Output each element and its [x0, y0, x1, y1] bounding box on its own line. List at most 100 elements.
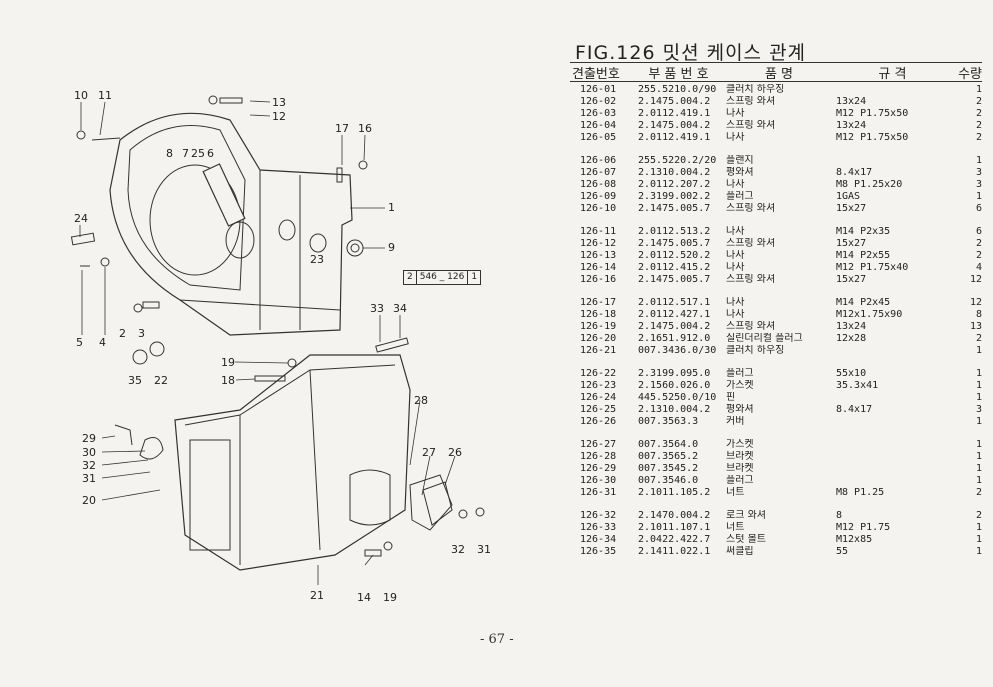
- cell-qty: 1: [975, 155, 982, 166]
- cell-spec: 12x28: [836, 333, 867, 344]
- cell-part-no: 2.1475.004.2: [638, 321, 711, 332]
- callout-13: 13: [272, 96, 286, 109]
- callout-26: 26: [448, 446, 462, 459]
- cell-name: 평와셔: [726, 167, 754, 178]
- cell-spec: [836, 345, 952, 357]
- cell-part-no: 2.0112.520.2: [638, 250, 711, 261]
- cell-part-no: 2.1310.004.2: [638, 167, 711, 178]
- cell-qty: 12: [969, 297, 982, 308]
- callout-21: 21: [310, 589, 324, 602]
- cell-name: 브라켓: [726, 463, 754, 474]
- header-part-no: 부 품 번 호: [648, 66, 709, 82]
- cell-ref-no: 126-20: [580, 333, 617, 344]
- callout-27: 27: [422, 446, 436, 459]
- callout-28: 28: [414, 394, 428, 407]
- cell-ref-no: 126-16: [580, 274, 617, 285]
- cell-ref-no: 126-18: [580, 309, 617, 320]
- cell-spec: M12x1.75x90: [836, 309, 903, 320]
- cell-part-no: 445.5250.0/10: [638, 392, 717, 403]
- cell-qty: 2: [975, 510, 982, 521]
- callout-5: 5: [76, 336, 83, 349]
- cell-ref-no: 126-35: [580, 546, 617, 557]
- cell-name: 클러치 하우징: [726, 345, 785, 356]
- cell-ref-no: 126-17: [580, 297, 617, 308]
- cell-qty: 1: [975, 534, 982, 545]
- cell-ref-no: 126-34: [580, 534, 617, 545]
- cell-name: 스프링 와셔: [726, 96, 776, 107]
- cell-part-no: 2.1475.005.7: [638, 238, 711, 249]
- cell-part-no: 2.3199.002.2: [638, 191, 711, 202]
- cell-ref-no: 126-22: [580, 368, 617, 379]
- cell-ref-no: 126-24: [580, 392, 617, 403]
- cell-part-no: 255.5210.0/90: [638, 84, 717, 95]
- callout-labels: 10 11 13 12 17 16 8 7 25 6 1 24 9 23 5 4…: [74, 89, 491, 604]
- callout-9: 9: [388, 241, 395, 254]
- cell-spec: 8.4x17: [836, 167, 873, 178]
- leader-lines: [79, 100, 456, 585]
- cell-spec: 8: [836, 510, 843, 521]
- cell-name: 플러그: [726, 475, 754, 486]
- cell-spec: [836, 84, 952, 96]
- cell-qty: 2: [975, 96, 982, 107]
- callout-4: 4: [99, 336, 106, 349]
- cell-qty: 1: [975, 416, 982, 427]
- cell-name: 스프링 와셔: [726, 321, 776, 332]
- cell-spec: [836, 416, 952, 428]
- cell-spec: 8.4x17: [836, 404, 873, 415]
- cell-qty: 1: [975, 380, 982, 391]
- callout-12: 12: [272, 110, 286, 123]
- cell-name: 나사: [726, 250, 745, 261]
- cell-name: 나사: [726, 108, 745, 119]
- ref-box-cell: 546 _ 126: [415, 271, 468, 284]
- cell-qty: 1: [975, 475, 982, 486]
- cell-name: 평와셔: [726, 404, 754, 415]
- cell-name: 나사: [726, 297, 745, 308]
- cell-ref-no: 126-30: [580, 475, 617, 486]
- cell-part-no: 2.1475.005.7: [638, 274, 711, 285]
- cell-ref-no: 126-06: [580, 155, 617, 166]
- cell-name: 가스켓: [726, 380, 754, 391]
- cell-qty: 1: [975, 191, 982, 202]
- cell-spec: M12 P1.75: [836, 522, 891, 533]
- cell-part-no: 2.1475.004.2: [638, 96, 711, 107]
- cell-part-no: 2.1560.026.0: [638, 380, 711, 391]
- cell-spec: M14 P2x45: [836, 297, 891, 308]
- cell-name: 스프링 와셔: [726, 238, 776, 249]
- cell-ref-no: 126-25: [580, 404, 617, 415]
- cell-ref-no: 126-21: [580, 345, 617, 356]
- cell-part-no: 2.0112.513.2: [638, 226, 711, 237]
- callout-6: 6: [207, 147, 214, 160]
- callout-29: 29: [82, 432, 96, 445]
- cell-ref-no: 126-28: [580, 451, 617, 462]
- callout-19: 19: [221, 356, 235, 369]
- cell-part-no: 255.5220.2/20: [638, 155, 717, 166]
- cell-name: 스프링 와셔: [726, 274, 776, 285]
- cell-qty: 2: [975, 108, 982, 119]
- callout-24: 24: [74, 212, 88, 225]
- cell-name: 나사: [726, 226, 745, 237]
- cell-name: 나사: [726, 132, 745, 143]
- cell-qty: 1: [975, 345, 982, 356]
- cell-spec: 35.3x41: [836, 380, 879, 391]
- cell-name: 너트: [726, 522, 745, 533]
- cell-spec: M8 P1.25x20: [836, 179, 903, 190]
- cell-spec: 55: [836, 546, 849, 557]
- cell-spec: [836, 451, 952, 463]
- cell-qty: 2: [975, 132, 982, 143]
